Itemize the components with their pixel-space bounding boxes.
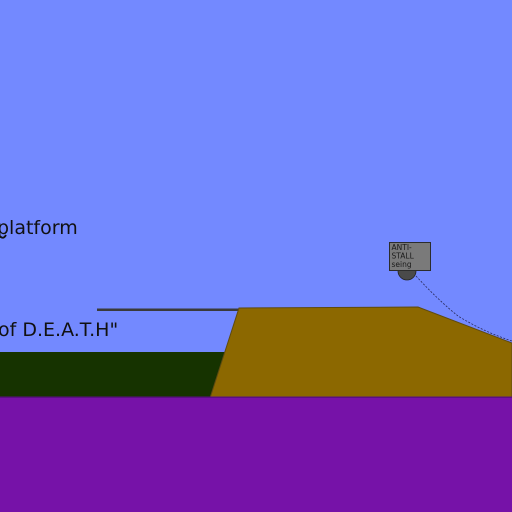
death-label: of D.E.A.T.H" <box>0 319 118 341</box>
rope <box>415 275 512 342</box>
ground <box>0 397 512 512</box>
sign-line-3: seing <box>392 260 412 269</box>
sign-line-2: STALL <box>392 252 415 261</box>
ramp-platform <box>209 306 512 399</box>
ground-edge <box>0 396 512 398</box>
anti-stall-sign[interactable]: ANTI- STALL seing <box>389 242 431 271</box>
sign-board <box>389 242 431 271</box>
sign-line-1: ANTI- <box>392 243 413 252</box>
rail <box>97 308 239 311</box>
platform-label-cut-glyph <box>0 234 7 239</box>
dark-block <box>0 352 232 398</box>
platform-label: platform <box>0 217 78 239</box>
